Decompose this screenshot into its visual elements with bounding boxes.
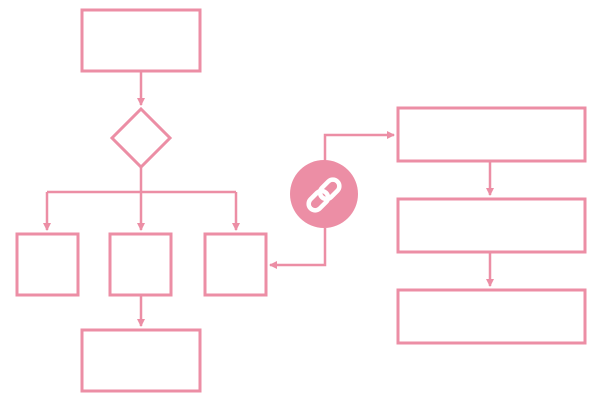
edge-link-to-linked-step-1 [323,131,395,161]
node-start[interactable] [80,8,202,73]
link-chain-icon [306,177,342,213]
edge-link-to-branch-right [269,228,327,269]
link-connector[interactable] [290,160,358,228]
node-branch-right[interactable] [203,232,268,297]
node-linked-step-1[interactable] [396,106,587,163]
node-branch-left[interactable] [15,232,80,297]
node-end[interactable] [80,328,202,393]
node-decision[interactable] [109,106,173,170]
node-linked-step-3[interactable] [396,288,587,345]
node-branch-middle[interactable] [108,232,173,297]
node-linked-step-2[interactable] [396,197,587,254]
